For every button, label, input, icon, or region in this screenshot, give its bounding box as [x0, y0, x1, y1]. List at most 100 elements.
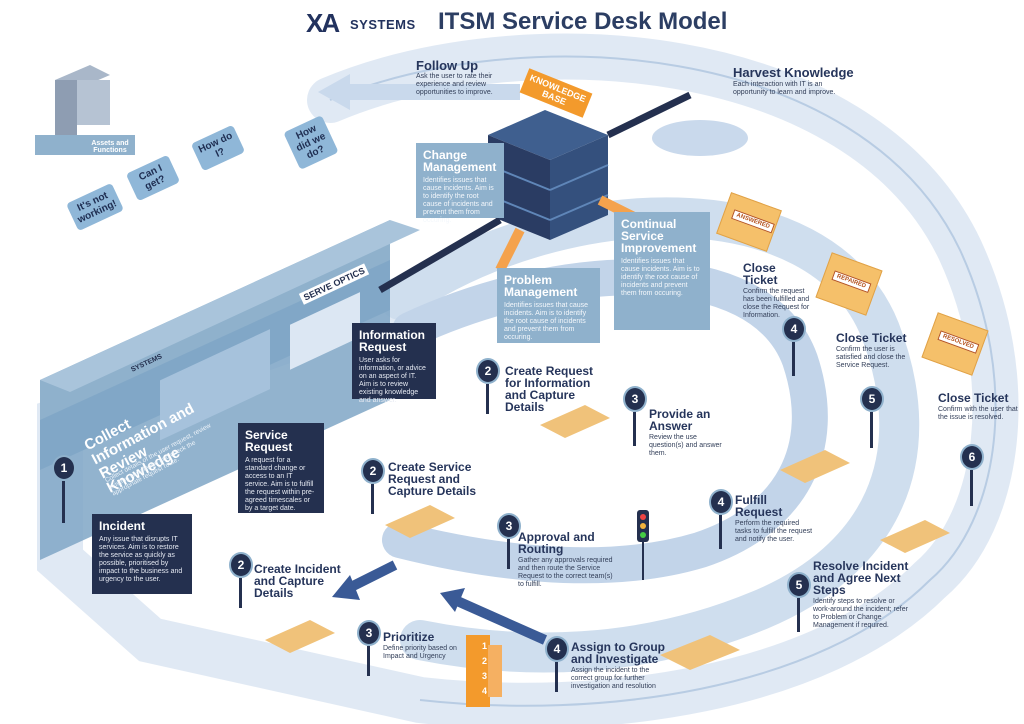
pin-stem: [633, 412, 636, 446]
kb-arrow-problem: [495, 227, 525, 273]
kb-harvest-connector: [606, 91, 692, 139]
step-info4-text: Confirm the request has been fulfilled a…: [743, 288, 810, 319]
pin-stem: [870, 412, 873, 448]
harvest-platform: [652, 120, 748, 156]
step-svc3-text: Gather any approvals required and then r…: [518, 557, 613, 588]
workstation-inc5: [880, 520, 950, 553]
pin-stem: [555, 662, 558, 692]
workstation-svc2: [385, 505, 455, 538]
step-info4-title: Close Ticket: [743, 261, 778, 287]
step-pin-collect: 1: [52, 455, 76, 481]
step-inc2: Create Incident and Capture Details: [254, 563, 349, 599]
harvest-title: Harvest Knowledge: [733, 65, 854, 80]
step-svc3: Approval and Routing Gather any approval…: [518, 531, 618, 589]
pin-stem: [970, 470, 973, 506]
assets-label: Assets and Functions: [91, 140, 129, 154]
step-svc4-text: Perform the required tasks to fulfill th…: [735, 520, 813, 543]
priority-number-3: 3: [482, 671, 488, 681]
step-info4: Close Ticket Confirm the request has bee…: [743, 262, 813, 320]
logo-word: SYSTEMS: [350, 17, 416, 32]
world-map-panel: [160, 329, 270, 441]
step-info2: Create Request for Information and Captu…: [505, 365, 610, 413]
step-svc2-title: Create Service Request and Capture Detai…: [388, 460, 477, 498]
problem-management-title: Problem Management: [504, 273, 578, 299]
continual-improvement-box: Continual Service Improvement Identifies…: [614, 212, 710, 330]
problem-management-text: Identifies issues that cause incidents. …: [504, 302, 589, 341]
pin-stem: [719, 515, 722, 549]
step-inc4-text: Assign the incident to the correct group…: [571, 667, 656, 690]
service-request-title: Service Request: [245, 428, 293, 454]
step-pin-inc4: 4: [545, 636, 569, 662]
step-inc6-title: Close Ticket: [938, 391, 1009, 405]
information-request-text: User asks for information, or advice on …: [359, 357, 426, 404]
step-pin-svc5: 5: [860, 386, 884, 412]
step-svc5-text: Confirm the user is satisfied and close …: [836, 346, 906, 369]
service-request-box: Service Request A request for a standard…: [238, 423, 324, 513]
step-inc3-title: Prioritize: [383, 630, 435, 644]
pin-stem: [62, 481, 65, 523]
pin-stem: [371, 484, 374, 514]
folder-answered-tag: ANSWERED: [731, 209, 775, 234]
traffic-light: [637, 510, 649, 580]
step-pin-inc3: 3: [357, 620, 381, 646]
assets-building: [35, 65, 135, 155]
step-info2-title: Create Request for Information and Captu…: [505, 364, 594, 414]
incident-arrow-2: [452, 595, 548, 645]
folder-repaired-tag: REPAIRED: [831, 270, 872, 293]
pin-stem: [239, 578, 242, 608]
follow-up: Follow Up Ask the user to rate their exp…: [416, 59, 512, 97]
pin-stem: [486, 384, 489, 414]
harvest-text: Each interaction with IT is an opportuni…: [733, 81, 836, 96]
workstation-inc4: [660, 635, 740, 670]
step-pin-inc6: 6: [960, 444, 984, 470]
step-pin-svc3: 3: [497, 513, 521, 539]
folder-resolved-tag: RESOLVED: [937, 330, 979, 354]
step-pin-inc5: 5: [787, 572, 811, 598]
step-inc6: Close Ticket Confirm with the user that …: [938, 392, 1018, 422]
follow-up-title: Follow Up: [416, 58, 479, 73]
company-logo: XA SYSTEMS: [306, 8, 416, 38]
pin-stem: [507, 539, 510, 569]
change-management-title: Change Management: [423, 148, 497, 174]
step-svc2: Create Service Request and Capture Detai…: [388, 461, 488, 497]
step-pin-svc2: 2: [361, 458, 385, 484]
step-pin-info2: 2: [476, 358, 500, 384]
step-inc5-title: Resolve Incident and Agree Next Steps: [813, 559, 909, 597]
step-inc5-text: Identify steps to resolve or work-around…: [813, 598, 908, 629]
track-outer-edge: [329, 55, 997, 707]
incident-text: Any issue that disrupts IT services. Aim…: [99, 536, 183, 583]
desk-kb-connector: [378, 216, 502, 294]
step-pin-svc4: 4: [709, 489, 733, 515]
information-request-box: Information Request User asks for inform…: [352, 323, 436, 404]
service-request-text: A request for a standard change or acces…: [245, 457, 315, 512]
workstation-svc4: [780, 450, 850, 483]
harvest-knowledge: Harvest Knowledge Each interaction with …: [733, 66, 858, 97]
step-pin-inc2: 2: [229, 552, 253, 578]
step-inc3-text: Define priority based on Impact and Urge…: [383, 645, 457, 660]
continual-improvement-title: Continual Service Improvement: [621, 217, 697, 255]
incident-title: Incident: [99, 519, 146, 533]
step-info3-title: Provide an Answer: [649, 407, 711, 433]
follow-up-text: Ask the user to rate their experience an…: [416, 73, 493, 96]
step-info3: Provide an Answer Review the use questio…: [649, 408, 727, 458]
step-inc6-text: Confirm with the user that the issue is …: [938, 406, 1018, 421]
problem-management-box: Problem Management Identifies issues tha…: [497, 268, 600, 343]
information-request-title: Information Request: [359, 328, 425, 354]
priority-number-1: 1: [482, 641, 488, 651]
incident-box: Incident Any issue that disrupts IT serv…: [92, 514, 192, 594]
priority-number-4: 4: [482, 686, 488, 696]
page-title: ITSM Service Desk Model: [438, 8, 728, 35]
incident-arrowhead-1: [332, 575, 360, 600]
dashboard-panel: [290, 292, 360, 370]
pin-stem: [797, 598, 800, 632]
step-inc3: Prioritize Define priority based on Impa…: [383, 631, 458, 661]
step-inc2-title: Create Incident and Capture Details: [254, 562, 341, 600]
priority-signs: [466, 635, 502, 707]
step-svc5: Close Ticket Confirm the user is satisfi…: [836, 332, 911, 370]
continual-improvement-text: Identifies issues that cause incidents. …: [621, 258, 700, 297]
step-pin-info3: 3: [623, 386, 647, 412]
step-svc4-title: Fulfill Request: [735, 493, 783, 519]
incident-arrowhead-2: [440, 588, 465, 612]
priority-number-2: 2: [482, 656, 488, 666]
step-svc5-title: Close Ticket: [836, 331, 907, 345]
